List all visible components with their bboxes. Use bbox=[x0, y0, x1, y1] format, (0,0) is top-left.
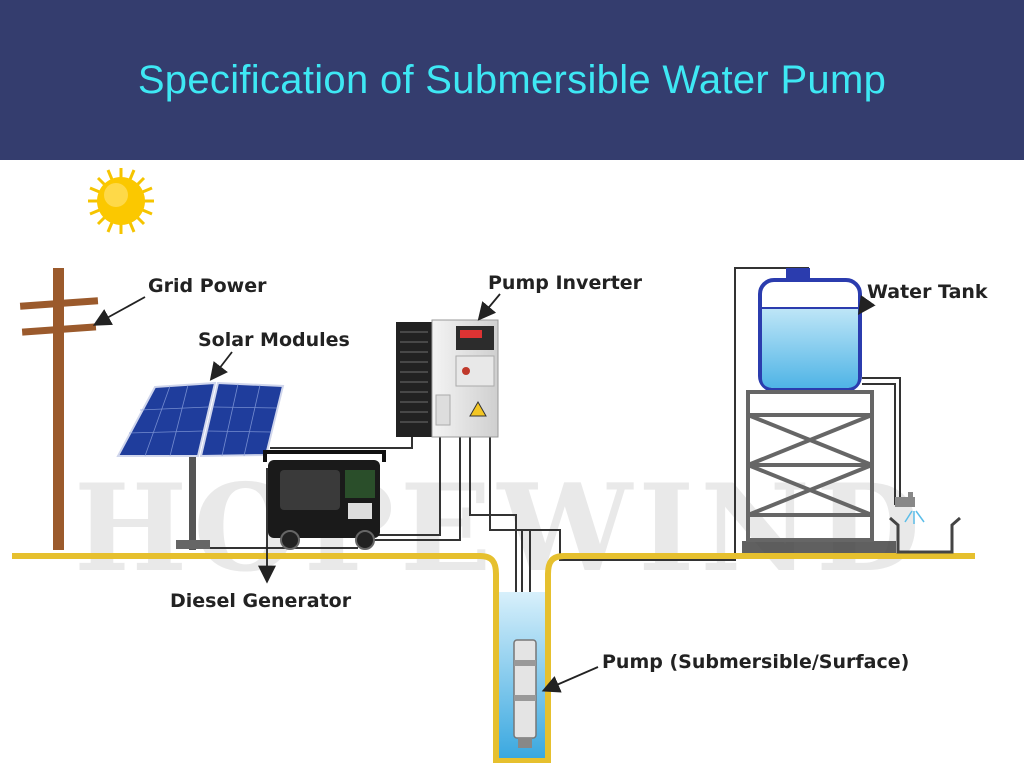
label-pump: Pump (Submersible/Surface) bbox=[602, 651, 909, 673]
grid-power-pole bbox=[19, 268, 99, 550]
label-solar-modules: Solar Modules bbox=[198, 329, 350, 351]
callout-arrows bbox=[92, 293, 876, 693]
label-water-tank: Water Tank bbox=[867, 281, 988, 303]
faucet-icon bbox=[895, 492, 925, 524]
water-tank bbox=[758, 268, 862, 392]
label-grid-power: Grid Power bbox=[148, 275, 267, 297]
label-pump-inverter: Pump Inverter bbox=[488, 272, 643, 294]
water-tower bbox=[746, 390, 874, 542]
watermark: HOPEWIND bbox=[74, 458, 926, 599]
solar-pump-system-diagram: HOPEWIND bbox=[12, 168, 988, 763]
submersible-pump bbox=[513, 639, 537, 748]
water-basin bbox=[889, 516, 961, 554]
diesel-generator bbox=[263, 450, 386, 550]
sun-icon bbox=[88, 168, 154, 234]
pump-inverter bbox=[396, 319, 499, 438]
title-banner: Specification of Submersible Water Pump bbox=[0, 0, 1024, 160]
label-diesel-generator: Diesel Generator bbox=[170, 590, 352, 612]
slide-title: Specification of Submersible Water Pump bbox=[137, 57, 887, 102]
ground-line bbox=[12, 553, 975, 763]
tower-base bbox=[742, 541, 896, 553]
solar-modules bbox=[116, 381, 285, 550]
